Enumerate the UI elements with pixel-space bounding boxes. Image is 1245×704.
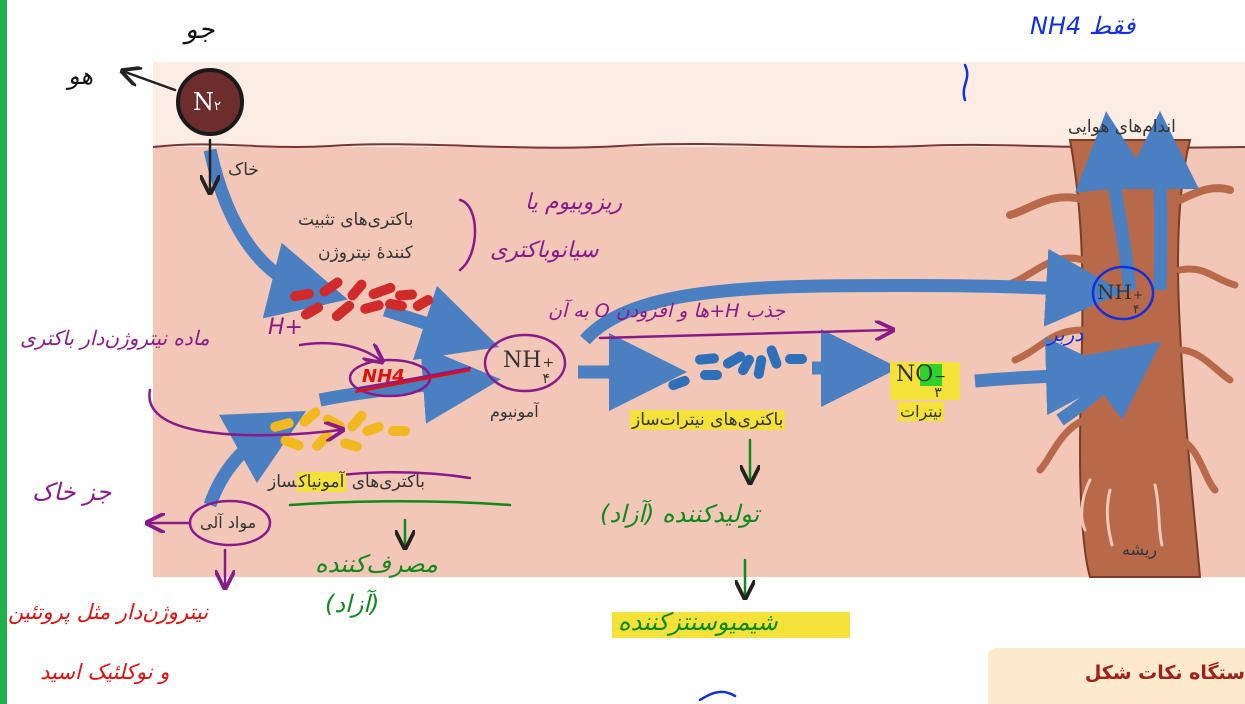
left-green-bar — [0, 0, 7, 704]
arrow-organic-to-ammonifying — [203, 411, 307, 508]
root-nh4-sub: ۴ — [1132, 302, 1140, 316]
fixing-bacteria-cluster — [290, 277, 434, 322]
fixing-bacteria-label-2: کنندۀ نیتروژن — [318, 243, 413, 263]
ink-h-plus: H+ — [268, 315, 303, 340]
ammonium-ink-bar — [358, 366, 472, 390]
ammonium-nh: NH — [503, 348, 542, 373]
ink-chemosynthetic: شیمیوسنتزکننده — [618, 608, 778, 636]
bracket-ink — [458, 198, 477, 272]
arrow-lower-root-1 — [1056, 341, 1162, 426]
ink-producer: تولیدکننده (آزاد) — [600, 500, 760, 528]
nitrate-sub: ۳ — [934, 385, 942, 401]
soil-label: خاک — [228, 160, 259, 180]
no3-green-highlight — [920, 364, 942, 386]
ink-nitrogenous-matter: ماده نیتروژن‌دار باکتری — [20, 326, 210, 350]
root-label: ریشه — [1122, 540, 1158, 559]
ammonifying-bacteria-label: باکتری‌های آمونیاکساز — [268, 472, 425, 492]
ammonifying-suffix: ساز — [268, 472, 297, 492]
ink-soil-particles: جز خاک — [32, 478, 112, 506]
ink-jav: جو — [185, 15, 215, 45]
nitrate-label: نیترات — [898, 402, 945, 421]
ink-free-1: (آزاد) — [325, 590, 380, 618]
ink-nitrogen-compounds-2: و نوکلئیک اسید — [40, 660, 170, 684]
n2-subscript: ۲ — [214, 99, 221, 114]
ink-consumer: مصرف‌کننده — [315, 550, 438, 578]
nitrifying-bacteria-cluster — [668, 345, 807, 391]
h-absorb-arrow-ink — [598, 330, 890, 338]
red-underline-ink — [354, 368, 471, 394]
arrow-ammonium-to-root — [580, 248, 1124, 345]
arrow-nitrate-to-root — [974, 337, 1124, 416]
arrow-n2-to-fixing — [203, 148, 348, 319]
arrow-root-up-right — [1121, 111, 1200, 291]
n2-to-hava-arrow — [125, 72, 177, 92]
root-nh4-sup: + — [1132, 288, 1144, 302]
ammonifying-prefix: باکتری‌های — [346, 472, 425, 492]
ink-nh4-circled: NH4 — [362, 366, 405, 387]
root-nh4-circle-ink — [1091, 265, 1155, 321]
root-nh: NH — [1097, 280, 1132, 304]
arrow-ammonifying-to-ammonium — [318, 345, 501, 424]
ammonium-label: آمونیوم — [490, 402, 539, 421]
organic-matter-label: مواد آلی — [200, 513, 257, 532]
ink-rhizobium: ریزوبیوم یا — [525, 190, 623, 215]
aerial-organs-label: اندام‌های هوایی — [1068, 117, 1176, 137]
ammonium-circle-ink — [483, 333, 567, 393]
chemo-highlight — [612, 612, 850, 638]
ammonium-sup: + — [542, 355, 555, 371]
soil-surface-line — [152, 143, 1245, 149]
n2-formula: N — [193, 88, 214, 116]
nitrate-formula: NO−۳ — [896, 362, 947, 401]
key-points-title: ستگاه نکات شکل — [1084, 662, 1245, 684]
ammonifying-underline-ink — [288, 500, 512, 507]
ink-hava: هو — [68, 62, 94, 90]
ink-darbar: دربر — [1048, 322, 1084, 346]
n2-label: N۲ — [193, 88, 221, 116]
ink-nitrogen-compounds-1: نیتروژن‌دار مثل پروتئین — [8, 600, 209, 624]
ink-only-nh4: NH4 فقط — [1030, 12, 1136, 40]
fixing-bacteria-label-1: باکتری‌های تثبیت — [298, 210, 414, 230]
ammonifying-highlight: آمونیاک — [296, 472, 347, 492]
ink-cyanobacteria: سیانوباکتری — [490, 238, 599, 263]
nitrate-sup: − — [934, 369, 947, 385]
ammonium-formula: NH+۴ — [503, 348, 555, 387]
ammonifying-bacteria-cluster — [270, 407, 410, 452]
bacteria-arrow-ink — [148, 388, 340, 435]
nitrate-no: NO — [896, 362, 934, 387]
n2-circle — [176, 68, 244, 136]
root-nh4-formula: NH+۴ — [1097, 280, 1144, 316]
ammonium-sub: ۴ — [542, 371, 550, 387]
arrow-fixing-to-ammonium — [382, 285, 500, 361]
bottom-blue-ink — [698, 690, 737, 702]
nitrifying-bacteria-label: باکتری‌های نیترات‌ساز — [630, 410, 786, 430]
only-nh4-arrow-ink — [962, 63, 969, 102]
key-points-box: ستگاه نکات شکل — [988, 648, 1245, 704]
ink-h-absorb: جذب H+ها و افزودن O به آن — [548, 300, 786, 322]
h-arrow-ink — [298, 341, 380, 360]
arrow-root-up-left — [1075, 111, 1153, 291]
